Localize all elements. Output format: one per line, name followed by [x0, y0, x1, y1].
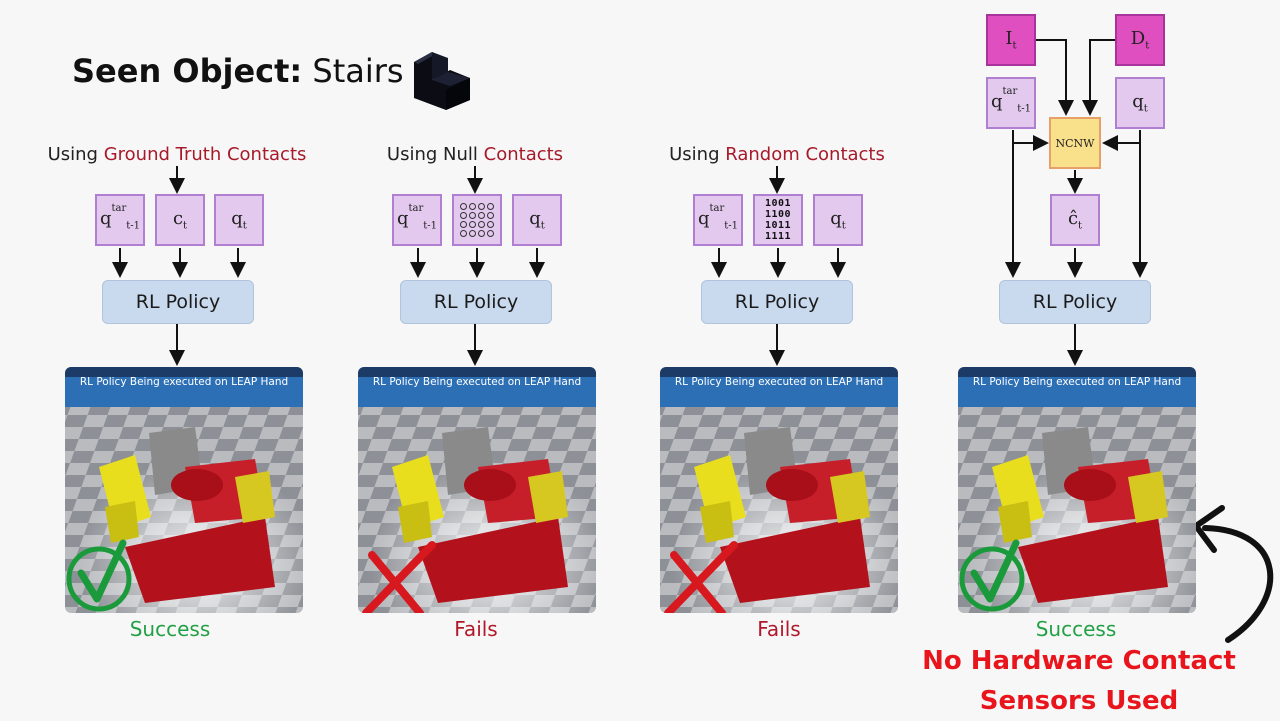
q-target-box: qtart-1: [95, 194, 145, 246]
note-line-1: No Hardware Contact: [922, 646, 1236, 676]
q-t-box: qt: [1115, 77, 1165, 129]
simulation-image: RL Policy Being executed on LEAP Hand: [958, 367, 1196, 613]
rl-policy-box: RL Policy: [400, 280, 552, 324]
q-target-box: qtart-1: [693, 194, 743, 246]
using-label-ground-truth: Using Ground Truth Contacts: [47, 144, 307, 165]
using-label-random: Using Random Contacts: [669, 144, 885, 165]
curved-arrow: [1193, 505, 1274, 643]
no-sensors-note: No Hardware Contact Sensors Used: [909, 641, 1249, 721]
arrow: [1102, 130, 1141, 151]
sim-caption: RL Policy Being executed on LEAP Hand: [972, 376, 1182, 388]
simulation-image: RL Policy Being executed on LEAP Hand: [358, 367, 596, 613]
arrow: [1012, 130, 1049, 151]
result-success: Success: [1035, 617, 1117, 641]
q-t-box: qt: [214, 194, 264, 246]
rl-policy-box: RL Policy: [999, 280, 1151, 324]
c-hat-box: ĉt: [1050, 194, 1100, 246]
null-contacts-box: [452, 194, 502, 246]
q-t-box: qt: [813, 194, 863, 246]
arrow: [1082, 39, 1116, 116]
q-target-box: qtart-1: [392, 194, 442, 246]
result-fails: Fails: [454, 617, 498, 641]
title-object: Stairs: [302, 52, 404, 90]
q-target-box: qtart-1: [986, 77, 1036, 129]
sim-caption: RL Policy Being executed on LEAP Hand: [79, 376, 289, 388]
success-check-icon: [66, 539, 132, 612]
fail-cross-icon: [664, 541, 738, 613]
ncnw-box: NCNW: [1049, 117, 1101, 169]
q-t-box: qt: [512, 194, 562, 246]
simulation-image: RL Policy Being executed on LEAP Hand: [65, 367, 303, 613]
null-grid-icon: [460, 203, 494, 237]
rl-policy-box: RL Policy: [102, 280, 254, 324]
d-t-box: Dt: [1115, 14, 1165, 66]
fail-cross-icon: [362, 541, 436, 613]
using-label-null: Using Null Contacts: [386, 144, 564, 165]
sim-caption: RL Policy Being executed on LEAP Hand: [674, 376, 884, 388]
result-success: Success: [129, 617, 211, 641]
note-line-2: Sensors Used: [979, 686, 1179, 716]
page-title: Seen Object: Stairs: [72, 52, 404, 90]
arrow: [1036, 39, 1074, 116]
simulation-image: RL Policy Being executed on LEAP Hand: [660, 367, 898, 613]
sim-caption: RL Policy Being executed on LEAP Hand: [372, 376, 582, 388]
result-fails: Fails: [757, 617, 801, 641]
title-bold: Seen Object:: [72, 52, 303, 90]
success-check-icon: [959, 539, 1025, 612]
stairs-object-icon: [414, 52, 470, 110]
i-t-box: It: [986, 14, 1036, 66]
c-t-box: ct: [155, 194, 205, 246]
rl-policy-box: RL Policy: [701, 280, 853, 324]
